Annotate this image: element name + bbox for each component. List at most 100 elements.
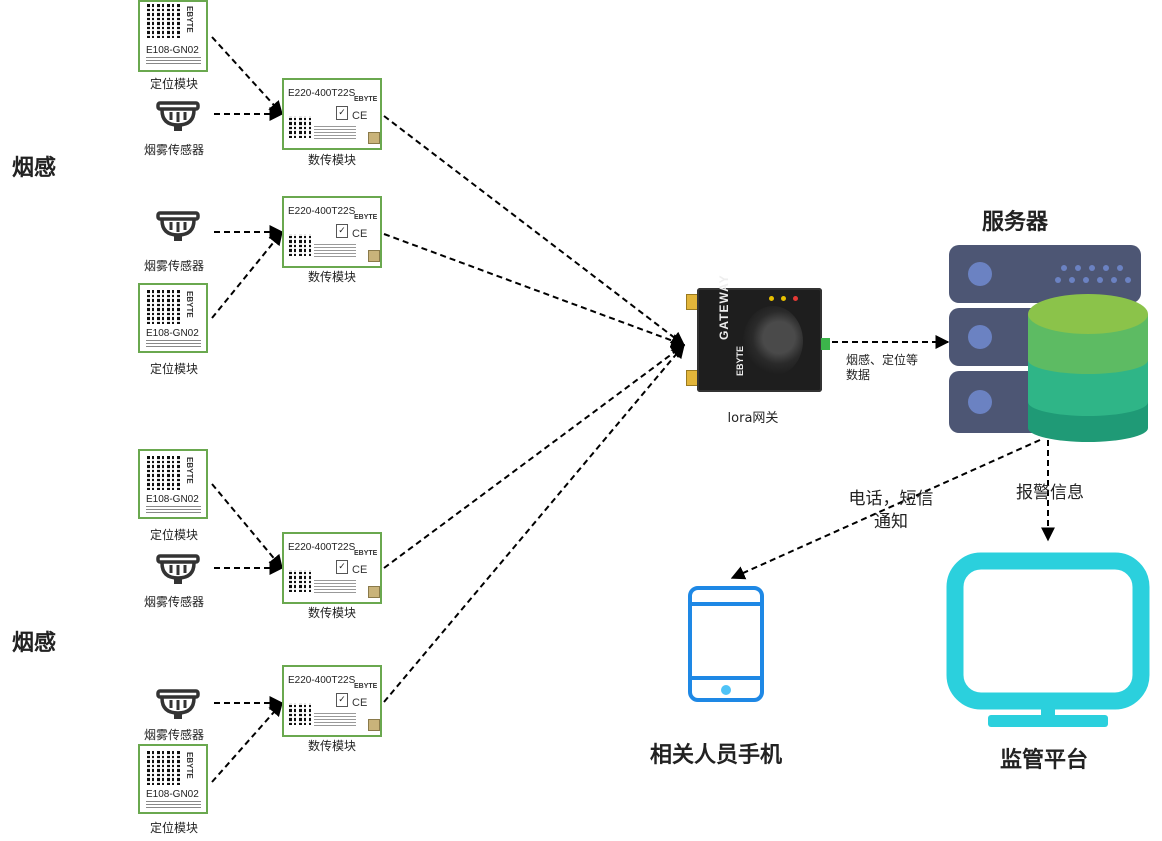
lora-module-2: E220-400T22S EBYTE ✓ CE	[282, 196, 382, 268]
lora-model-text: E220-400T22S	[288, 675, 356, 686]
qr-code	[289, 703, 311, 725]
smoke-sensor-label-2: 烟雾传感器	[143, 259, 204, 273]
monitor-label: 监管平台	[1000, 748, 1089, 773]
edge-gps3-lora3	[211, 483, 283, 570]
gateway-title: GATEWAY	[717, 274, 731, 340]
edge-lora2-gateway	[383, 233, 686, 348]
qr-code	[289, 234, 311, 256]
fine-print	[314, 244, 356, 258]
fine-print	[146, 801, 201, 810]
gps-model-text: E108-GN02	[146, 494, 199, 505]
gps-module-3: EBYTE E108-GN02	[138, 449, 208, 519]
check-icon: ✓	[336, 693, 348, 707]
brand-mark: EBYTE	[354, 96, 378, 103]
lora-model-text: E220-400T22S	[288, 88, 356, 99]
lora-module-3: E220-400T22S EBYTE ✓ CE	[282, 532, 382, 604]
lora-module-1: E220-400T22S EBYTE ✓ CE	[282, 78, 382, 150]
ce-mark: CE	[352, 564, 368, 576]
lora-module-label-4: 数传模块	[307, 739, 356, 753]
edge-gps4-lora4	[211, 701, 283, 783]
edge-server-phone	[730, 439, 1041, 580]
smoke-detector-icon	[156, 554, 200, 584]
antenna-pad	[368, 132, 380, 144]
lora-module-4: E220-400T22S EBYTE ✓ CE	[282, 665, 382, 737]
smartphone-icon	[688, 586, 764, 702]
gps-module-label-3: 定位模块	[149, 528, 198, 542]
data-flow-label: 烟感、定位等 数据	[846, 353, 918, 383]
antenna-pad	[368, 586, 380, 598]
smoke-detector-icon	[156, 211, 200, 241]
gps-model-text: E108-GN02	[146, 45, 199, 56]
brand-mark: EBYTE	[354, 214, 378, 221]
lora-module-label-1: 数传模块	[307, 153, 356, 167]
fine-print	[314, 126, 356, 140]
qr-code	[147, 4, 181, 38]
qr-code	[289, 116, 311, 138]
smoke-sensor-label-3: 烟雾传感器	[143, 595, 204, 609]
qr-code	[289, 570, 311, 592]
server-database-icon	[949, 245, 1148, 442]
phone-notice-label: 电话，短信 通知	[838, 488, 944, 534]
status-led	[781, 296, 786, 301]
phone-notice-line-2: 通知	[874, 512, 908, 532]
edge-lora4-gateway	[383, 343, 685, 703]
brand-mark: EBYTE	[185, 752, 194, 779]
qr-code	[147, 290, 181, 324]
lora-model-text: E220-400T22S	[288, 542, 356, 553]
monitor-icon	[946, 552, 1150, 727]
phone-notice-line-1: 电话，短信	[848, 489, 934, 509]
fine-print	[314, 580, 356, 594]
fine-print	[146, 57, 201, 66]
data-flow-line-2: 数据	[846, 368, 871, 382]
data-flow-line-1: 烟感、定位等	[846, 353, 919, 367]
edge-lora1-gateway	[383, 115, 686, 346]
gps-module-label-1: 定位模块	[149, 77, 198, 91]
edge-gps1-lora1	[211, 36, 283, 116]
alarm-info-label: 报警信息	[1016, 483, 1084, 503]
edge-gps2-lora2	[211, 230, 283, 319]
gps-module-label-2: 定位模块	[149, 362, 198, 376]
brand-mark: EBYTE	[354, 550, 378, 557]
gps-module-2: EBYTE E108-GN02	[138, 283, 208, 353]
brand-mark: EBYTE	[185, 6, 194, 33]
smoke-sensor-label-4: 烟雾传感器	[143, 728, 204, 742]
gateway-brand: EBYTE	[735, 345, 745, 376]
brand-mark: EBYTE	[185, 291, 194, 318]
antenna-pad	[368, 719, 380, 731]
status-led	[793, 296, 798, 301]
brand-mark: EBYTE	[185, 457, 194, 484]
ce-mark: CE	[352, 697, 368, 709]
brand-mark: EBYTE	[354, 683, 378, 690]
gps-module-1: EBYTE E108-GN02	[138, 0, 208, 72]
phone-label: 相关人员手机	[650, 743, 783, 768]
check-icon: ✓	[336, 560, 348, 574]
edge-lora3-gateway	[383, 344, 686, 569]
lora-model-text: E220-400T22S	[288, 206, 356, 217]
server-title: 服务器	[982, 210, 1049, 235]
gps-model-text: E108-GN02	[146, 789, 199, 800]
lora-module-label-2: 数传模块	[307, 270, 356, 284]
group-label-smoke-2: 烟感	[12, 631, 57, 656]
qr-code	[147, 751, 181, 785]
ce-mark: CE	[352, 228, 368, 240]
ce-mark: CE	[352, 110, 368, 122]
smoke-detector-icon	[156, 101, 200, 131]
lora-gateway-device: GATEWAY EBYTE	[697, 274, 822, 392]
gateway-label: lora网关	[727, 411, 779, 426]
gps-model-text: E108-GN02	[146, 328, 199, 339]
group-label-smoke-1: 烟感	[12, 156, 57, 181]
fine-print	[314, 713, 356, 727]
lora-module-label-3: 数传模块	[307, 606, 356, 620]
gps-module-4: EBYTE E108-GN02	[138, 744, 208, 814]
fine-print	[146, 506, 201, 515]
check-icon: ✓	[336, 224, 348, 238]
gps-module-label-4: 定位模块	[149, 821, 198, 835]
check-icon: ✓	[336, 106, 348, 120]
smoke-detector-icon	[156, 689, 200, 719]
terminal-block	[821, 338, 830, 350]
fine-print	[146, 340, 201, 349]
qr-code	[147, 456, 181, 490]
smoke-sensor-label-1: 烟雾传感器	[143, 143, 204, 157]
antenna-pad	[368, 250, 380, 262]
